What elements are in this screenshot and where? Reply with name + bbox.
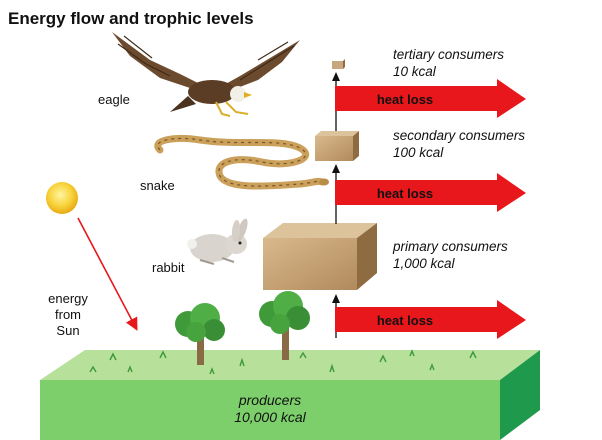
primary-level-energy: 1,000 kcal: [393, 256, 456, 271]
rabbit-label: rabbit: [152, 260, 185, 275]
heat-loss-label: heat loss: [377, 313, 433, 328]
secondary-level-energy: 100 kcal: [393, 145, 444, 160]
eagle-icon: [112, 32, 300, 117]
tree-icon: [175, 303, 225, 365]
heat-loss-arrow: heat loss: [335, 79, 526, 118]
sun-label-line-2: from: [55, 307, 81, 322]
snake-label: snake: [140, 178, 175, 193]
diagram-title: Energy flow and trophic levels: [8, 9, 254, 28]
heat-loss-arrow: heat loss: [335, 300, 526, 339]
snake-icon: [154, 134, 329, 190]
energy-box-primary: [263, 223, 377, 290]
tertiary-level-name: tertiary consumers: [393, 47, 504, 62]
energy-box-secondary: [315, 131, 359, 161]
eagle-label: eagle: [98, 92, 130, 107]
secondary-level-name: secondary consumers: [393, 128, 525, 143]
heat-loss-label: heat loss: [377, 186, 433, 201]
heat-loss-arrow: heat loss: [335, 173, 526, 212]
sun-label-line-3: Sun: [56, 323, 79, 338]
sun-label-line-1: energy: [48, 291, 88, 306]
primary-level-name: primary consumers: [392, 239, 508, 254]
producers-energy: 10,000 kcal: [234, 409, 306, 425]
sun-energy-arrow: [77, 217, 138, 331]
producers-label: producers: [238, 392, 301, 408]
sun-icon: [46, 182, 78, 214]
producers-ground: producers 10,000 kcal: [40, 349, 540, 440]
energy-box-tertiary: [332, 59, 345, 69]
rabbit-icon: [187, 218, 248, 265]
heat-loss-label: heat loss: [377, 92, 433, 107]
tertiary-level-energy: 10 kcal: [393, 64, 437, 79]
tree-icon: [259, 291, 310, 360]
